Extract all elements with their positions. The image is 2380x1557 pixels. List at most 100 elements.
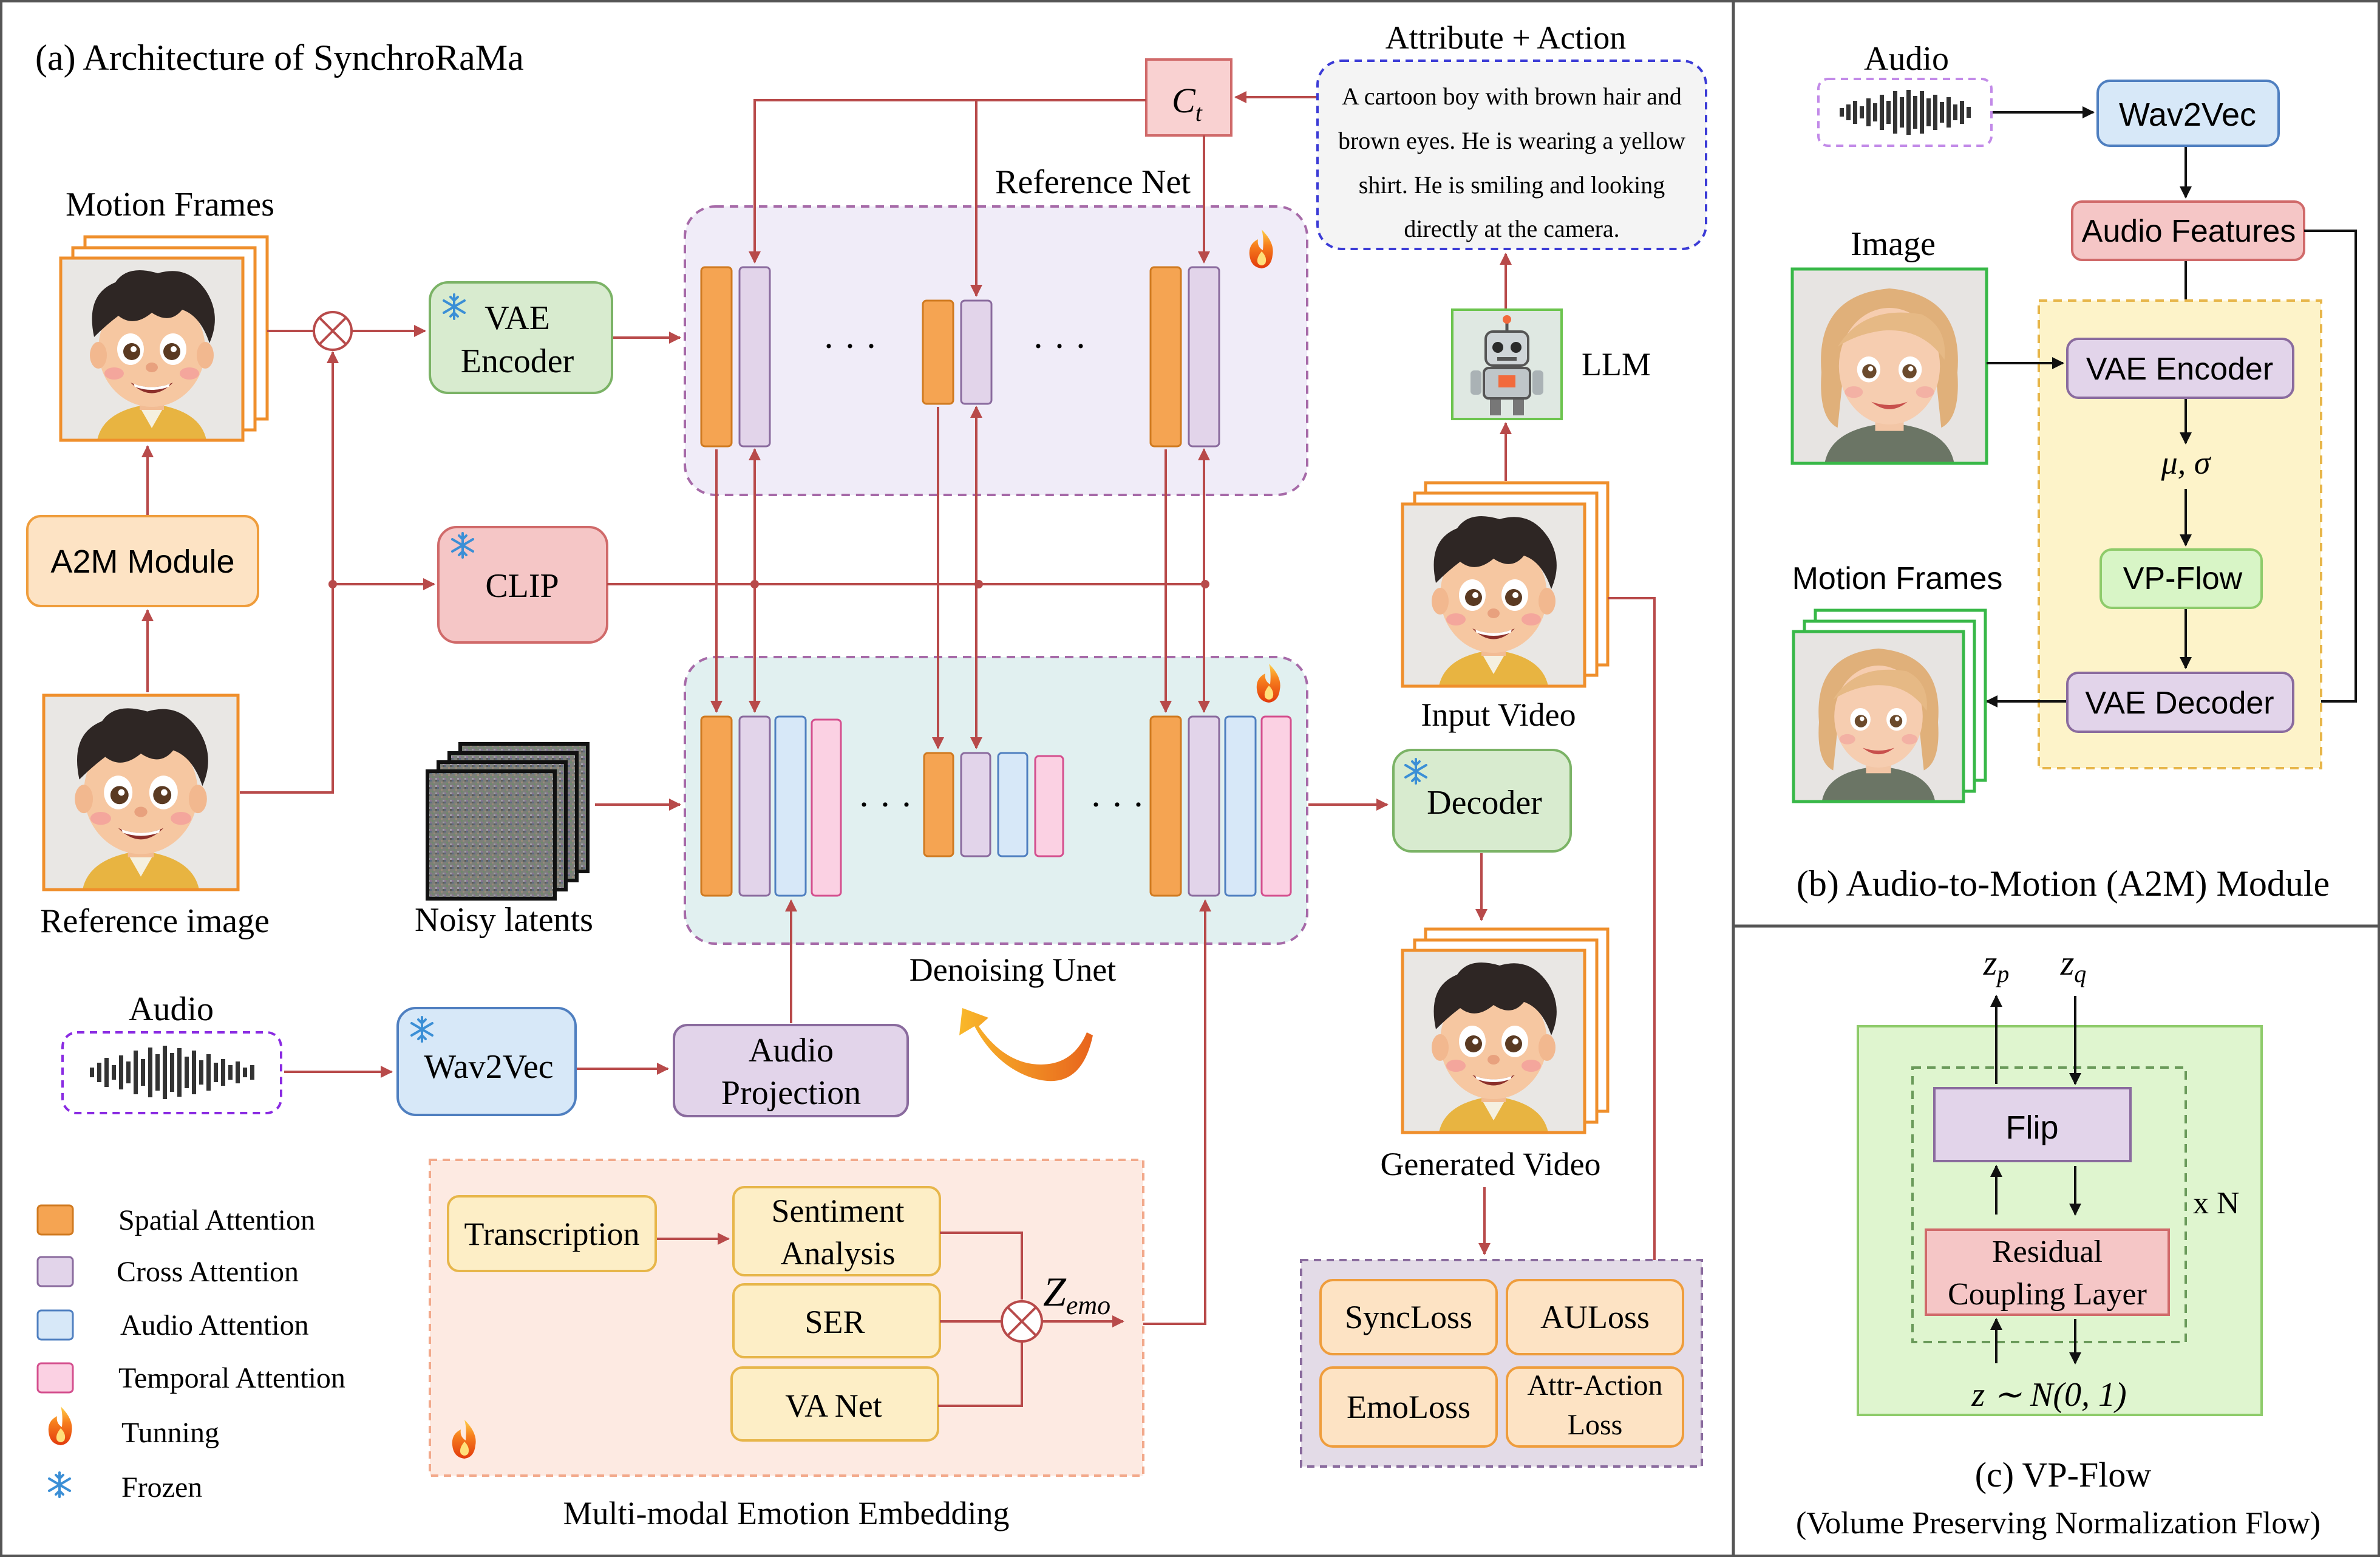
girl-motion-frames-stack (1792, 608, 1987, 803)
panel-c-outer-box (1857, 1025, 2263, 1416)
reference-net-label: Reference Net (995, 163, 1191, 201)
unet-blocks (700, 715, 1292, 897)
generated-video-label: Generated Video (1380, 1146, 1600, 1182)
cross-attention-block (960, 299, 993, 405)
vp-flow-label: VP-Flow (2123, 561, 2243, 596)
legend-label-cross: Cross Attention (117, 1256, 299, 1288)
reference-net-blocks (700, 266, 1220, 448)
spatial-attention-block (923, 752, 954, 857)
denoising-unet-label: Denoising Unet (909, 952, 1116, 988)
transcription-label: Transcription (464, 1216, 639, 1252)
noisy-latents-stack (426, 742, 590, 901)
zq-label: zq (2060, 943, 2087, 987)
snowflake-icon (48, 1471, 71, 1498)
reference-image (44, 695, 238, 890)
legend-swatch-temporal (36, 1362, 74, 1394)
va-net-box (730, 1366, 939, 1442)
panel-b-motion-frames-label: Motion Frames (1792, 561, 2003, 596)
llm-robot-icon (1452, 310, 1562, 419)
cross-attention-block (738, 715, 771, 897)
input-video-label: Input Video (1421, 697, 1576, 733)
decoder-label: Decoder (1427, 784, 1542, 822)
z-distribution-label: z ∼ N(0, 1) (1971, 1376, 2126, 1414)
audio-projection-label-1: Audio (749, 1032, 834, 1069)
panel-b-wav2vec-label: Wav2Vec (2119, 97, 2256, 133)
a2m-module-box[interactable] (26, 515, 259, 607)
legend-label-tunning: Tunning (121, 1417, 219, 1449)
attr-action-loss-label-1: Attr-Action (1528, 1369, 1663, 1402)
caption-line-1: A cartoon boy with brown hair and (1342, 83, 1682, 110)
vp-flow-box[interactable] (2100, 548, 2263, 609)
caption-line-2: brown eyes. He is wearing a yellow (1338, 127, 1685, 154)
cross-attention-block (738, 266, 771, 448)
sentiment-analysis-label-2: Analysis (781, 1235, 896, 1272)
temporal-attention-block (811, 718, 842, 897)
zp-label: zp (1983, 943, 2010, 987)
panel-c-repeat-group (1911, 1066, 2187, 1343)
audio-attention-block (1224, 715, 1257, 897)
attr-action-loss-label-2: Loss (1568, 1409, 1623, 1441)
spatial-attention-block (1149, 715, 1182, 897)
a2m-module-label: A2M Module (50, 543, 234, 580)
girl-reference-image (1792, 269, 1987, 463)
legend-swatch-cross (36, 1256, 74, 1287)
panel-c-subtitle: (Volume Preserving Normalization Flow) (1796, 1506, 2320, 1541)
temporal-attention-block (1034, 755, 1064, 857)
residual-coupling-box[interactable] (1925, 1228, 2170, 1316)
cross-attention-block (1188, 715, 1220, 897)
legend-swatch-spatial (36, 1204, 74, 1236)
flame-icon (48, 1406, 72, 1445)
legend-label-frozen: Frozen (121, 1471, 202, 1504)
decoder-box[interactable] (1392, 749, 1572, 853)
au-loss-box (1506, 1279, 1684, 1355)
sentiment-analysis-box (732, 1186, 941, 1276)
vae-encoder-box[interactable] (429, 281, 613, 394)
residual-coupling-label-2: Coupling Layer (1948, 1277, 2147, 1312)
ellipsis: · · · (1090, 785, 1144, 825)
ellipsis: · · · (823, 326, 877, 366)
audio-projection-box[interactable] (673, 1024, 909, 1117)
reference-image-label: Reference image (40, 902, 270, 940)
audio-waveform-icon (1840, 90, 1971, 135)
cross-attention-block (1188, 266, 1220, 448)
panel-b-vae-decoder-box[interactable] (2066, 672, 2294, 733)
audio-features-label: Audio Features (2082, 214, 2296, 249)
ser-label: SER (804, 1304, 865, 1340)
times-n-label: x N (2193, 1186, 2240, 1221)
attr-action-loss-box (1506, 1366, 1684, 1448)
flip-box[interactable] (1933, 1087, 2132, 1162)
panel-c-title: (c) VP-Flow (1975, 1455, 2152, 1494)
motion-frames-stack (59, 235, 269, 442)
audio-waveform-icon (90, 1046, 254, 1099)
wav2vec-label: Wav2Vec (424, 1048, 553, 1086)
flip-label: Flip (2005, 1109, 2058, 1146)
panel-b-audio-label: Audio (1864, 40, 1949, 78)
panel-b-vae-encoder-label: VAE Encoder (2086, 352, 2273, 387)
panel-b-vae-encoder-box[interactable] (2066, 338, 2294, 399)
z-emo-label: Zemo (1043, 1269, 1110, 1320)
vae-encoder-label-2: Encoder (461, 342, 574, 380)
panel-b-title: (b) Audio-to-Motion (A2M) Module (1797, 864, 2330, 904)
caption-box (1316, 60, 1707, 250)
sync-loss-label: SyncLoss (1345, 1299, 1472, 1335)
legend-label-spatial: Spatial Attention (118, 1204, 315, 1236)
sync-loss-box (1319, 1279, 1498, 1355)
cross-attention-block (960, 752, 991, 857)
wav2vec-box[interactable] (396, 1007, 577, 1116)
audio-attention-block (774, 715, 807, 897)
spatial-attention-block (700, 266, 733, 448)
ct-box (1145, 58, 1232, 137)
panel-b-image-label: Image (1851, 225, 1936, 263)
llm-label: LLM (1582, 346, 1651, 383)
legend: Spatial Attention Cross Attention Audio … (36, 1204, 345, 1504)
attribute-action-title: Attribute + Action (1386, 19, 1626, 56)
panel-b-wav2vec-box[interactable] (2096, 80, 2280, 147)
spatial-attention-block (1149, 266, 1182, 448)
noisy-latents-label: Noisy latents (415, 901, 593, 939)
emo-loss-box (1319, 1366, 1498, 1448)
panel-b-audio-box (1817, 78, 1993, 147)
spatial-attention-block (922, 299, 954, 405)
sentiment-analysis-label-1: Sentiment (772, 1193, 905, 1229)
